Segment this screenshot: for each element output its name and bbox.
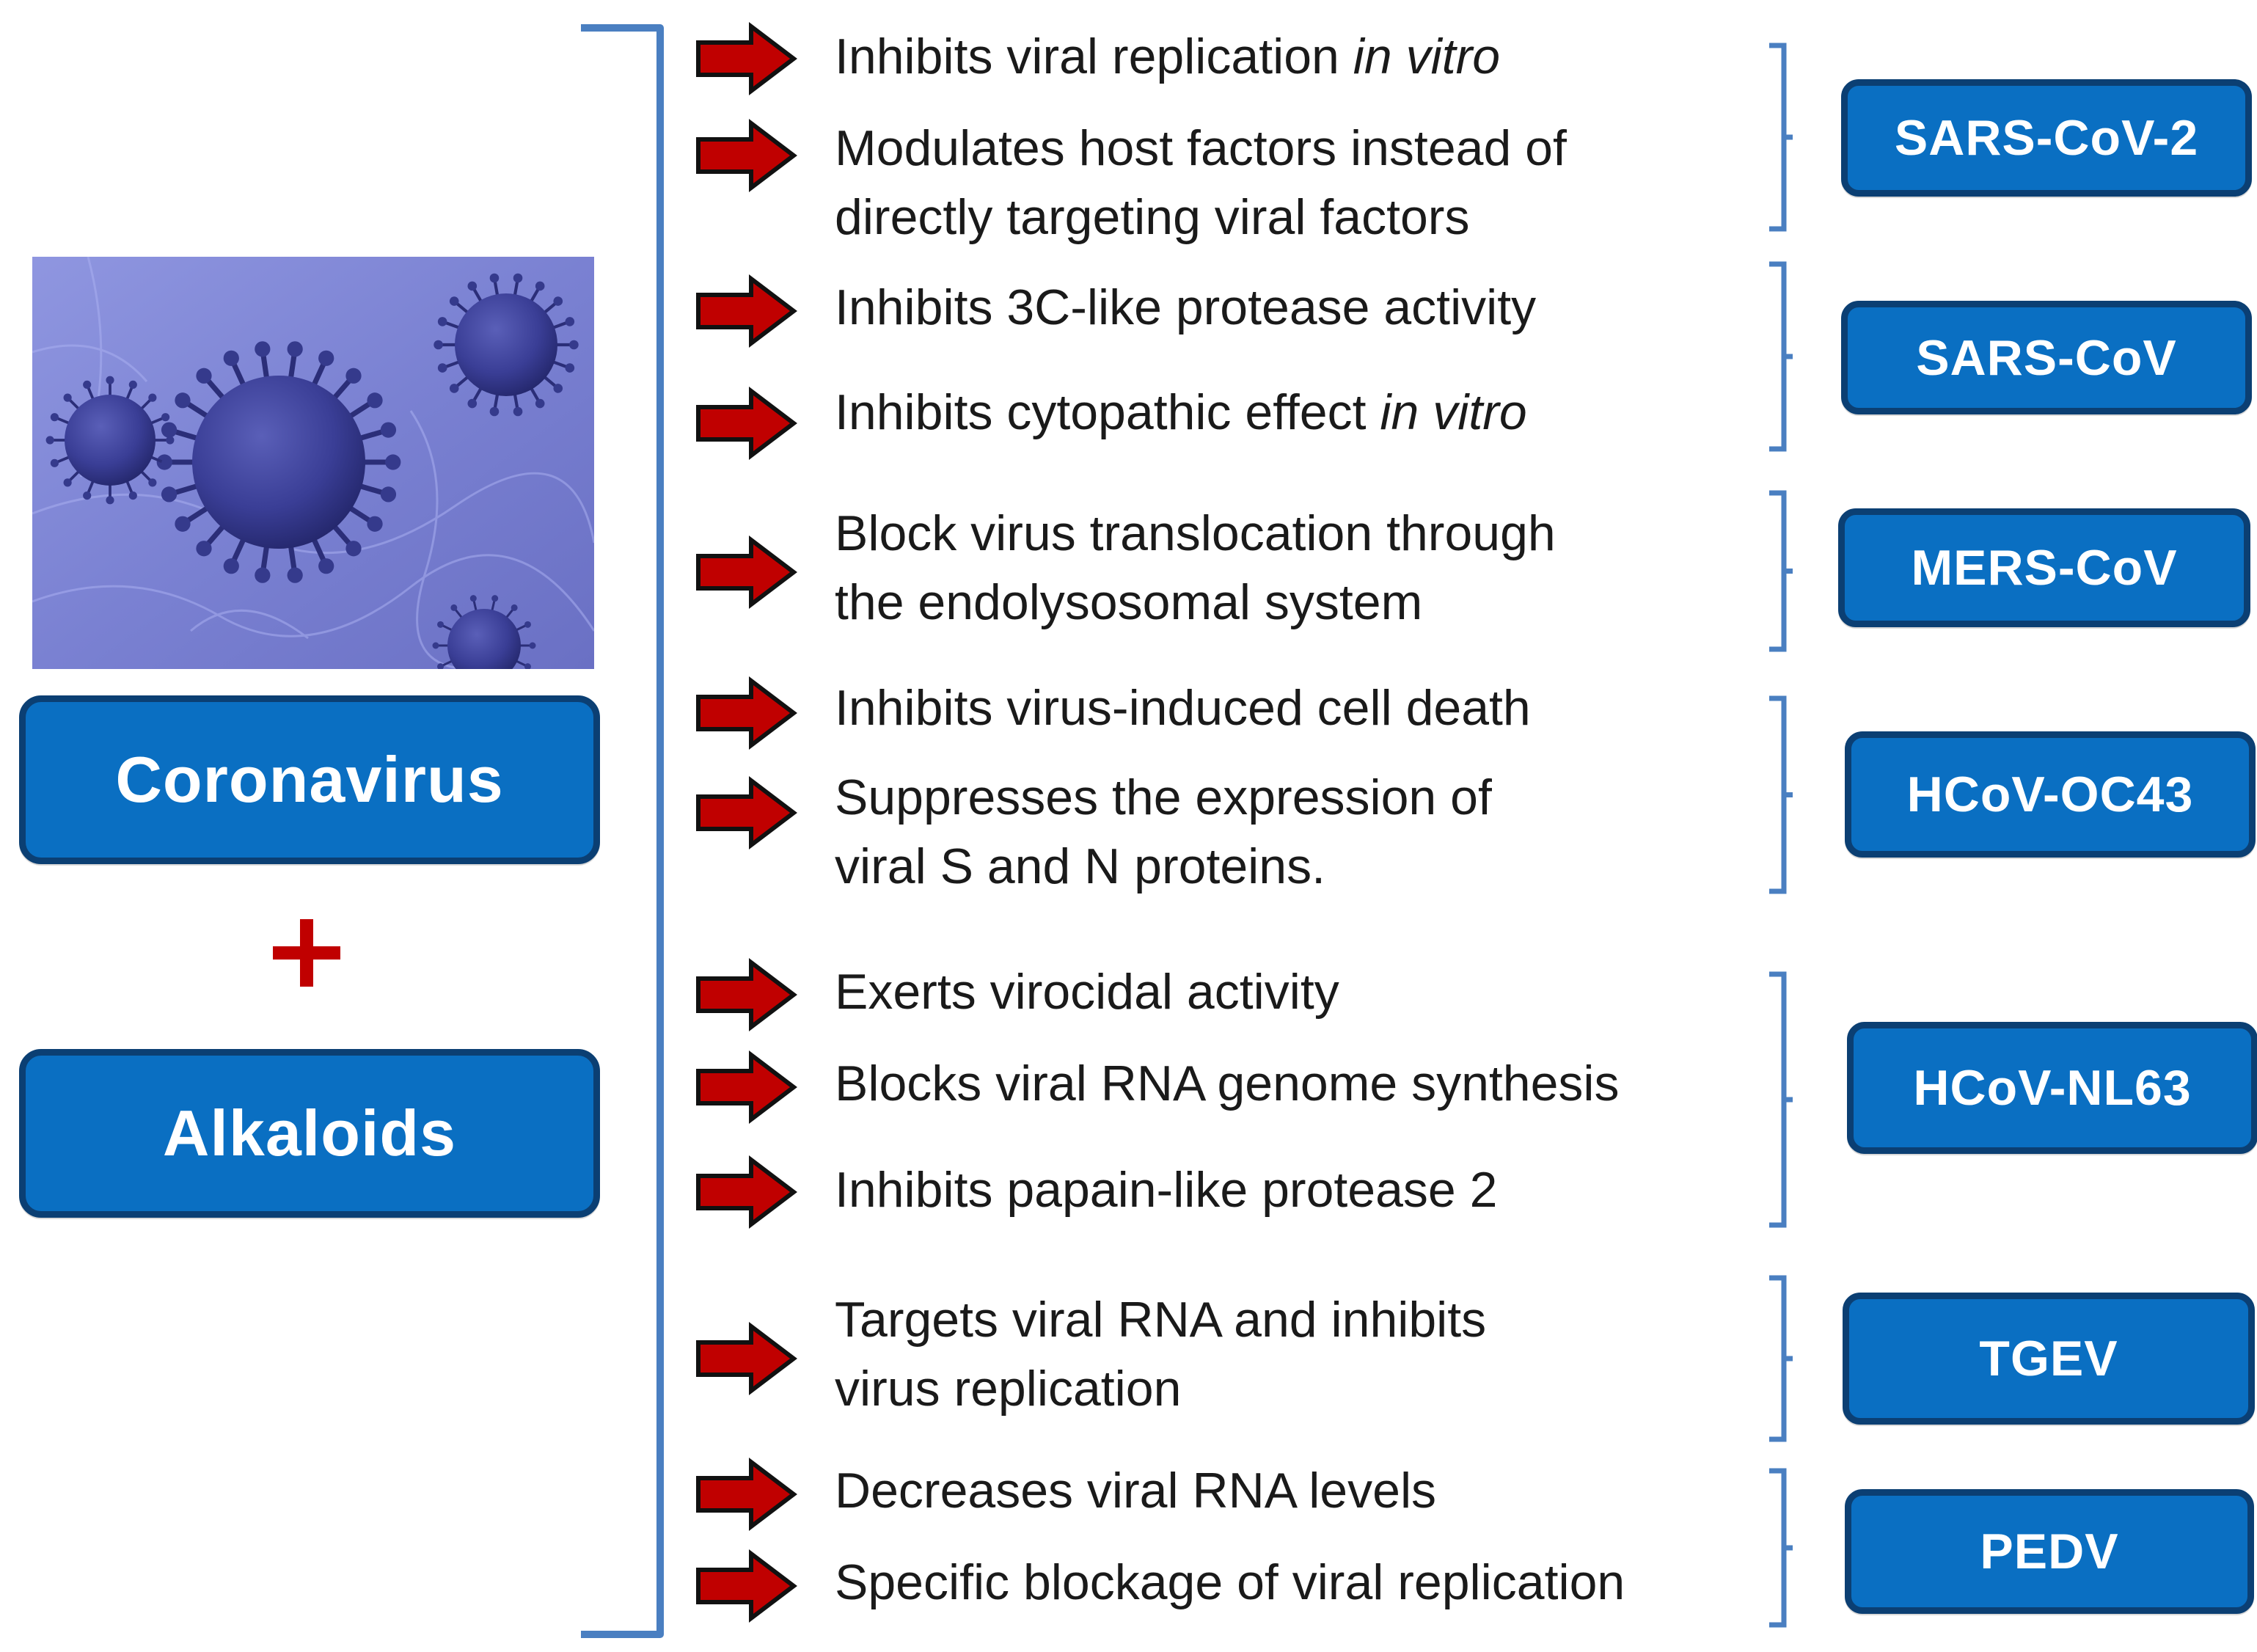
arrows	[696, 21, 797, 1623]
virus-particles	[45, 273, 579, 669]
arrow-icon-0-0	[696, 21, 797, 96]
virus-label: HCoV-NL63	[1913, 1060, 2192, 1116]
effect-text: Decreases viral RNA levels	[835, 1456, 1781, 1525]
virus-label: PEDV	[1980, 1524, 2119, 1579]
arrow-icon-5-0	[696, 1321, 797, 1396]
alkaloids-label: Alkaloids	[162, 1097, 457, 1169]
effect-text-main: Inhibits viral replication	[835, 29, 1353, 84]
virus-label: MERS-CoV	[1911, 540, 2178, 596]
effect-text-main: Targets viral RNA and inhibits virus rep…	[835, 1292, 1487, 1417]
effect-text-main: Inhibits papain-like protease 2	[835, 1162, 1498, 1218]
virus-icon	[156, 341, 401, 583]
effect-text-italic: in vitro	[1380, 384, 1527, 440]
effect-text: Suppresses the expression of viral S and…	[835, 763, 1781, 901]
group-bracket-2	[1769, 490, 1793, 652]
effect-text-main: Blocks viral RNA genome synthesis	[835, 1056, 1620, 1111]
effect-text: Modulates host factors instead of direct…	[835, 114, 1781, 252]
virus-box: HCoV-OC43	[1845, 731, 2256, 858]
arrow-icon-4-1	[696, 1050, 797, 1125]
group-bracket-1	[1769, 261, 1793, 452]
arrow-icon-1-1	[696, 386, 797, 461]
effect-text: Inhibits papain-like protease 2	[835, 1155, 1781, 1224]
effect-text: Inhibits cytopathic effect in vitro	[835, 378, 1781, 447]
virus-icon	[45, 376, 175, 505]
virus-box: HCoV-NL63	[1847, 1022, 2257, 1154]
effect-text-main: Decreases viral RNA levels	[835, 1463, 1437, 1518]
arrow-icon-4-2	[696, 1155, 797, 1229]
coronavirus-box: Coronavirus	[19, 695, 600, 864]
effect-text: Targets viral RNA and inhibits virus rep…	[835, 1285, 1781, 1423]
virus-icon	[434, 273, 579, 417]
effect-text: Specific blockage of viral replication	[835, 1548, 1781, 1617]
effect-text-main: Suppresses the expression of viral S and…	[835, 770, 1492, 894]
virus-label: HCoV-OC43	[1906, 767, 2194, 822]
effect-text: Inhibits viral replication in vitro	[835, 22, 1781, 91]
group-bracket-4	[1769, 971, 1793, 1228]
group-bracket-3	[1769, 695, 1793, 894]
effect-text-main: Modulates host factors instead of direct…	[835, 120, 1567, 245]
alkaloids-box: Alkaloids	[19, 1049, 600, 1218]
effect-text-main: Specific blockage of viral replication	[835, 1554, 1625, 1610]
virus-label: SARS-CoV-2	[1894, 110, 2199, 166]
effect-text: Exerts virocidal activity	[835, 957, 1781, 1026]
coronavirus-illustration	[32, 257, 594, 669]
effect-text: Inhibits 3C-like protease activity	[835, 273, 1781, 342]
virus-box: TGEV	[1843, 1293, 2255, 1425]
effect-text-main: Inhibits virus-induced cell death	[835, 680, 1531, 736]
group-bracket-6	[1769, 1468, 1793, 1628]
effect-text-main: Block virus translocation through the en…	[835, 505, 1556, 630]
effect-text-main: Inhibits cytopathic effect	[835, 384, 1380, 440]
arrow-icon-4-0	[696, 957, 797, 1032]
virus-box: PEDV	[1845, 1489, 2254, 1614]
virus-box: SARS-CoV-2	[1841, 79, 2252, 197]
group-brackets	[1769, 43, 1793, 1628]
effect-text: Block virus translocation through the en…	[835, 499, 1781, 637]
arrow-icon-6-1	[696, 1549, 797, 1623]
virus-box: MERS-CoV	[1838, 508, 2250, 627]
effect-text: Inhibits virus-induced cell death	[835, 673, 1781, 742]
coronavirus-label: Coronavirus	[115, 743, 504, 816]
main-bracket	[581, 24, 664, 1638]
arrow-icon-6-0	[696, 1457, 797, 1532]
arrow-icon-3-0	[696, 676, 797, 750]
virus-label: TGEV	[1979, 1331, 2118, 1386]
effect-text-main: Exerts virocidal activity	[835, 964, 1339, 1020]
group-bracket-5	[1769, 1275, 1793, 1442]
plus-icon	[273, 919, 340, 987]
effect-text-italic: in vitro	[1353, 29, 1501, 84]
arrow-icon-0-1	[696, 118, 797, 193]
virus-label: SARS-CoV	[1916, 329, 2177, 386]
virus-box: SARS-CoV	[1841, 301, 2252, 414]
effect-text: Blocks viral RNA genome synthesis	[835, 1049, 1781, 1118]
effect-text-main: Inhibits 3C-like protease activity	[835, 279, 1537, 335]
arrow-icon-1-0	[696, 274, 797, 348]
arrow-icon-2-0	[696, 535, 797, 610]
virus-icon	[432, 595, 536, 669]
arrow-icon-3-1	[696, 775, 797, 850]
group-bracket-0	[1769, 43, 1793, 232]
